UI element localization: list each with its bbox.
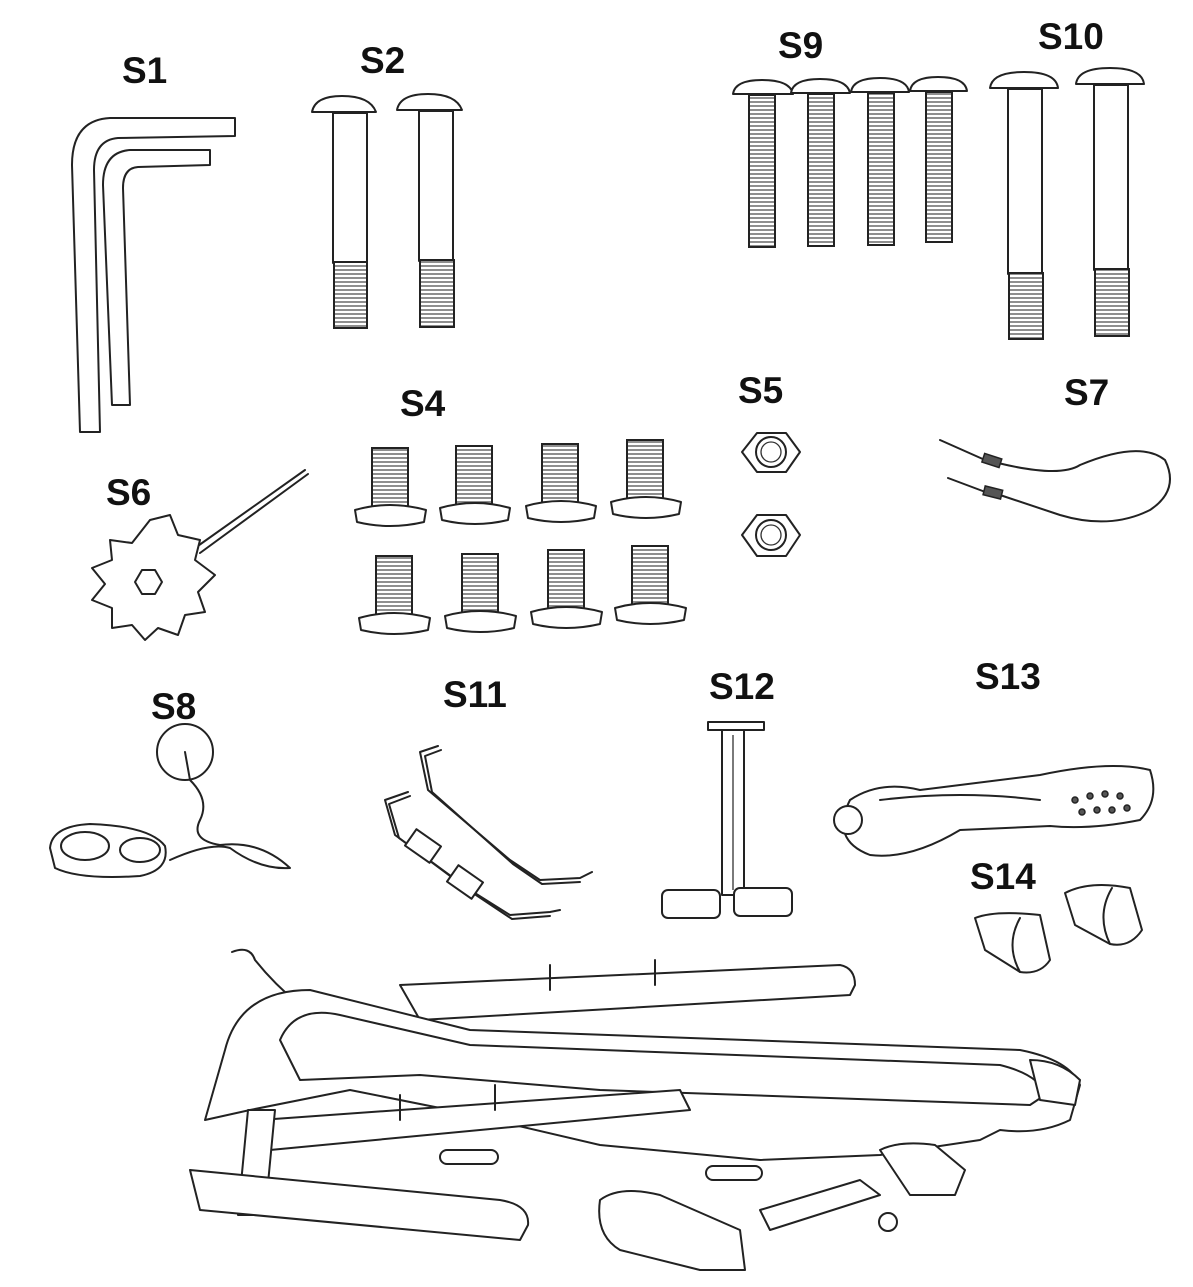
part-label-s9: S9 bbox=[778, 25, 824, 66]
safety-key-icon bbox=[49, 723, 291, 878]
bent-rod-icon bbox=[384, 745, 593, 920]
part-label-s10: S10 bbox=[1038, 16, 1104, 57]
allen-key-icon bbox=[71, 117, 236, 433]
part-label-s11: S11 bbox=[443, 674, 507, 715]
part-label-s5: S5 bbox=[738, 370, 784, 411]
star-wrench-icon bbox=[91, 469, 309, 641]
part-label-s14: S14 bbox=[970, 856, 1036, 897]
cable-icon bbox=[939, 439, 1171, 523]
end-cap-icon bbox=[974, 884, 1143, 974]
part-label-s1: S1 bbox=[122, 50, 168, 91]
long-bolt-icon bbox=[311, 93, 463, 329]
t-support-icon bbox=[661, 721, 793, 919]
part-label-s2: S2 bbox=[360, 40, 406, 81]
part-label-s12: S12 bbox=[709, 666, 775, 707]
treadmill-frame-icon bbox=[189, 948, 1081, 1271]
threaded-bolt-icon bbox=[732, 76, 968, 248]
part-label-s4: S4 bbox=[400, 383, 446, 424]
massage-belt-icon bbox=[833, 765, 1155, 857]
short-bolt-icon bbox=[354, 439, 687, 635]
hex-nut-icon bbox=[741, 432, 801, 557]
long-bolt-icon bbox=[989, 67, 1145, 340]
part-label-s7: S7 bbox=[1064, 372, 1110, 413]
part-label-s8: S8 bbox=[151, 686, 197, 727]
part-label-s6: S6 bbox=[106, 472, 152, 513]
part-label-s13: S13 bbox=[975, 656, 1041, 697]
